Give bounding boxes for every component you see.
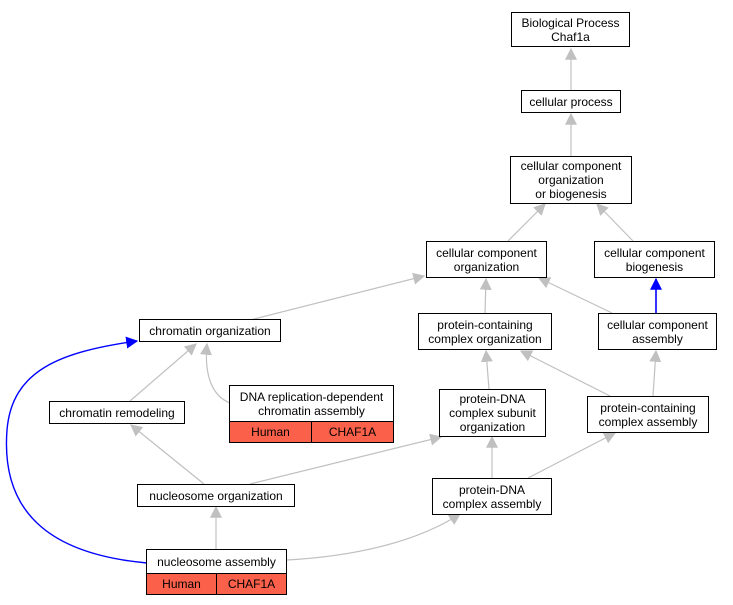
edge-nucass-to-pdnaca <box>286 513 462 561</box>
node-label: cellular component biogenesis <box>604 245 705 274</box>
annotation-row: Human CHAF1A <box>230 421 393 442</box>
node-protein-dna-complex-assembly[interactable]: protein-DNA complex assembly <box>432 478 552 515</box>
node-label: Biological Process Chaf1a <box>521 15 620 44</box>
node-label: cellular component organization <box>436 245 537 274</box>
edge-nucass-to-chrorg[interactable] <box>5 336 148 564</box>
edge-chrrem-to-chrorg <box>129 343 197 402</box>
node-label: protein-containing complex organization <box>428 317 542 346</box>
annotation-gene: CHAF1A <box>216 574 286 594</box>
node-protein-containing-complex-organization[interactable]: protein-containing complex organization <box>418 313 552 350</box>
node-label: chromatin remodeling <box>59 405 175 420</box>
edge-pcco-to-cco <box>479 277 492 314</box>
annotation-gene: CHAF1A <box>311 422 393 442</box>
node-label: protein-containing complex assembly <box>598 400 698 429</box>
edge-pdnaso-to-pcco <box>480 349 493 390</box>
node-label: cellular component organization or bioge… <box>520 159 622 201</box>
node-label: cellular component assembly <box>607 317 708 346</box>
node-cellular-component-assembly[interactable]: cellular component assembly <box>598 313 717 350</box>
node-label: chromatin organization <box>149 323 271 338</box>
edge-nucorg-to-pdnaso <box>249 433 443 485</box>
node-biological-process[interactable]: Biological Process Chaf1a <box>511 12 630 47</box>
edge-dnarep-to-chrorg <box>199 342 231 404</box>
node-nucleosome-assembly[interactable]: nucleosome assembly Human CHAF1A <box>146 549 287 595</box>
edge-pcca-to-cca <box>649 349 662 397</box>
node-cellular-process[interactable]: cellular process <box>521 90 621 113</box>
node-chromatin-organization[interactable]: chromatin organization <box>139 319 281 342</box>
node-label: protein-DNA complex assembly <box>442 482 542 511</box>
edge-chrorg-to-cco <box>249 272 426 321</box>
edge-cco-to-ccob <box>507 203 546 242</box>
annotation-row: Human CHAF1A <box>147 573 286 594</box>
node-cellular-component-organization[interactable]: cellular component organization <box>426 241 547 278</box>
edge-pdnaca-to-pcca <box>527 432 617 479</box>
node-cellular-component-biogenesis[interactable]: cellular component biogenesis <box>594 241 715 278</box>
node-protein-containing-complex-assembly[interactable]: protein-containing complex assembly <box>587 396 709 433</box>
node-label: protein-DNA complex subunit organization <box>449 392 536 434</box>
node-label: nucleosome assembly <box>157 554 276 569</box>
node-label: nucleosome organization <box>149 488 283 503</box>
annotation-species: Human <box>251 425 290 439</box>
node-label: cellular process <box>529 94 613 109</box>
node-dna-replication-dependent-chromatin-assembly[interactable]: DNA replication-dependent chromatin asse… <box>229 385 394 443</box>
node-label: DNA replication-dependent chromatin asse… <box>239 389 384 418</box>
edge-nucorg-to-chrrem <box>130 424 205 485</box>
node-cellular-component-organization-or-biogenesis[interactable]: cellular component organization or bioge… <box>510 156 632 204</box>
edge-ccb-to-ccob <box>596 203 634 242</box>
node-nucleosome-organization[interactable]: nucleosome organization <box>137 484 295 507</box>
node-chromatin-remodeling[interactable]: chromatin remodeling <box>49 401 185 424</box>
annotation-species: Human <box>162 577 201 591</box>
edge-cca-to-cco <box>537 277 613 314</box>
node-protein-dna-complex-subunit-organization[interactable]: protein-DNA complex subunit organization <box>439 389 546 437</box>
edge-pcca-to-pcco <box>519 350 611 397</box>
